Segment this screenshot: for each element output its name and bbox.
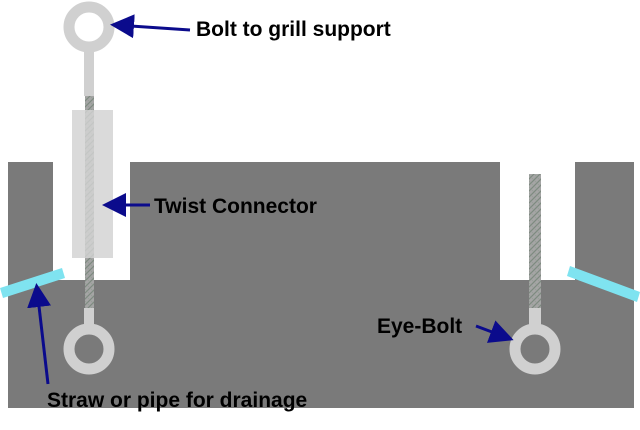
- label-eye-bolt: Eye-Bolt: [377, 315, 462, 338]
- drainage-straw-left: [0, 268, 65, 298]
- arrow-bolt-to-grill: [110, 14, 191, 39]
- left-bottom-eye-ring: [63, 323, 115, 375]
- arrow-drainage: [27, 283, 51, 385]
- concrete-block: [8, 162, 634, 408]
- label-bolt-to-grill-support: Bolt to grill support: [196, 18, 391, 41]
- drainage-straw-right: [567, 266, 640, 302]
- left-lower-neck: [84, 308, 94, 330]
- right-eye-bolt-thread: [529, 174, 541, 312]
- top-bolt-thread: [85, 96, 94, 110]
- top-eye-ring: [63, 1, 115, 53]
- label-straw-or-pipe: Straw or pipe for drainage: [47, 389, 307, 412]
- twist-connector-inner-thread: [85, 110, 94, 258]
- arrow-eye-bolt: [475, 320, 514, 343]
- left-lower-thread: [85, 258, 94, 310]
- label-twist-connector: Twist Connector: [154, 195, 317, 218]
- top-bolt-neck: [84, 46, 94, 96]
- right-eye-ring: [509, 323, 561, 375]
